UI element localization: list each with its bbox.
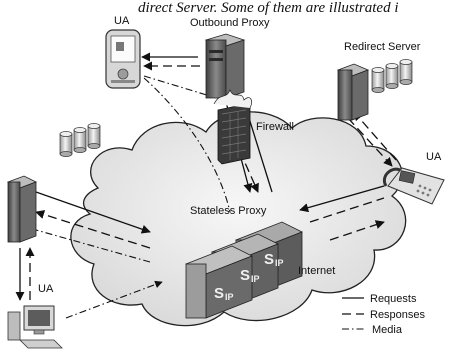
outbound-proxy-label: Outbound Proxy [190, 17, 270, 29]
ua-top-label: UA [114, 15, 130, 27]
redirect-server-icon [336, 63, 370, 121]
legend-media: Media [372, 324, 403, 336]
svg-text:IP: IP [275, 258, 284, 268]
legend-requests: Requests [370, 293, 417, 305]
legend: Requests Responses Media [342, 293, 426, 336]
firewall-icon [213, 89, 252, 165]
svg-text:S: S [264, 251, 274, 268]
ip-phone-icon [383, 167, 445, 205]
ip-router-stack-icon: S IP S IP S IP [185, 221, 303, 319]
internet-label: Internet [298, 265, 335, 277]
svg-text:S: S [214, 285, 224, 302]
svg-text:S: S [240, 267, 250, 284]
internet-cloud [70, 111, 407, 327]
caption-text: direct Server. Some of them are illustra… [138, 0, 399, 16]
svg-text:IP: IP [225, 292, 234, 302]
stateless-proxy-label: Stateless Proxy [190, 205, 267, 217]
legend-responses: Responses [370, 309, 426, 321]
server-icon [204, 33, 246, 99]
svg-text:IP: IP [251, 274, 260, 284]
ua-bottom-label: UA [38, 283, 54, 295]
database-icon [371, 59, 413, 93]
left-server-icon [7, 175, 37, 243]
firewall-label: Firewall [256, 121, 294, 133]
left-database-icon [59, 123, 101, 157]
ua-right-label: UA [426, 151, 442, 163]
redirect-server-label: Redirect Server [344, 41, 421, 53]
desktop-computer-icon [7, 305, 63, 349]
pda-icon [105, 29, 141, 89]
